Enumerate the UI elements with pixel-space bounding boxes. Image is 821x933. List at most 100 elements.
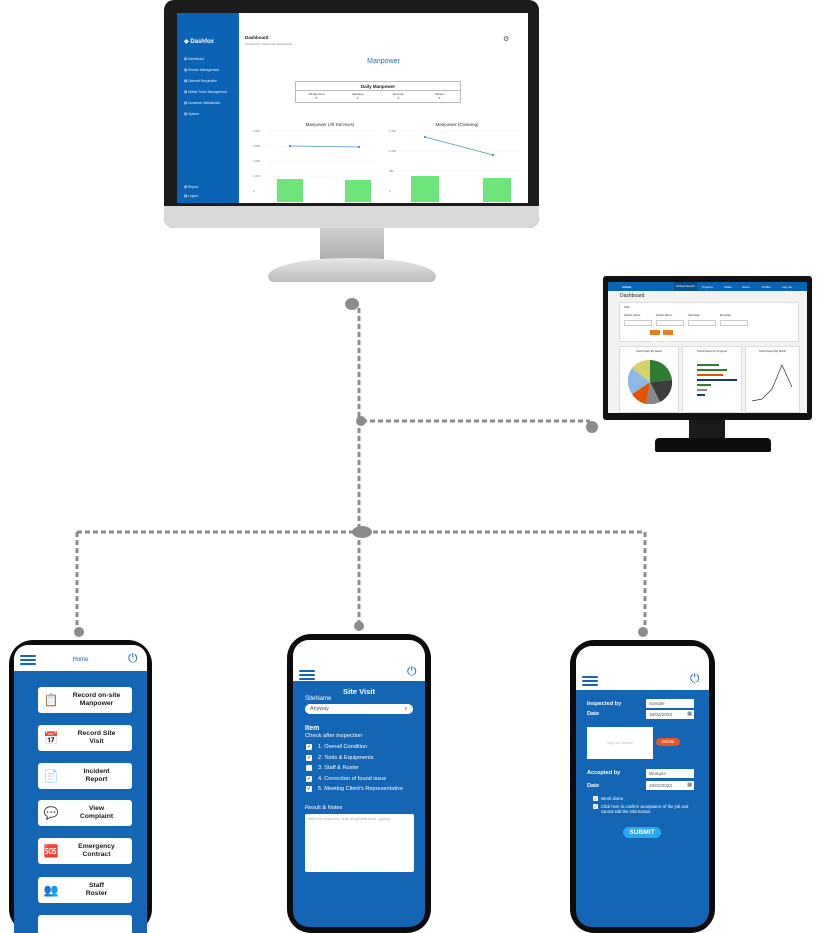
user-avatar-icon[interactable]: ⚙ xyxy=(503,36,510,43)
series-line xyxy=(289,145,360,148)
reset-button[interactable]: Reset xyxy=(663,330,673,344)
checkbox-checked[interactable]: ✓ xyxy=(306,744,312,751)
inspected-by-input[interactable]: Sample xyxy=(646,699,694,708)
menu-icon[interactable] xyxy=(299,670,315,680)
apply-button[interactable]: Apply xyxy=(650,330,660,344)
submit-button[interactable]: SUBMIT xyxy=(623,827,661,838)
acceptance-date-input[interactable]: 18/02/2023▦ xyxy=(646,781,694,790)
panel-title: Total Projects By Month xyxy=(758,350,787,353)
checklist-item[interactable]: ✓ 2. Tools & Equipments xyxy=(306,753,421,764)
pie-slice xyxy=(650,380,672,402)
menu-global-search[interactable]: Global Search xyxy=(674,282,698,291)
sidebar-item-customer-satisfaction[interactable]: ▤ Customer Satisfaction xyxy=(184,101,221,105)
project-name-select[interactable] xyxy=(656,320,684,326)
checkbox-unchecked[interactable] xyxy=(306,765,312,772)
power-icon[interactable]: ⏻ xyxy=(407,664,417,678)
tile-label-line: Record Site xyxy=(77,730,116,737)
date-input[interactable]: 18/02/2023▦ xyxy=(646,710,694,719)
start-date-input[interactable] xyxy=(688,320,716,326)
signature-pad[interactable]: Sign on screen xyxy=(587,727,653,759)
page-header: Dashboard xyxy=(245,35,269,40)
dashfox-logo: ◆ Dashfox xyxy=(184,39,214,45)
y-tick: 4,000 xyxy=(253,129,260,133)
check-label: 1. Overall Condition xyxy=(318,744,368,751)
sidebar-item-mobile-team[interactable]: ▤ Mobile Team Management xyxy=(184,90,227,94)
checklist-item[interactable]: ✓ 1. Overall Condition xyxy=(306,742,421,753)
checkbox-checked[interactable]: ✓ xyxy=(306,786,312,793)
date-label: Date xyxy=(587,711,600,717)
checkbox-checked[interactable]: ✓ xyxy=(593,796,598,801)
bar xyxy=(411,176,439,202)
pie-slice xyxy=(632,360,650,382)
confirm-checkbox[interactable]: ✓ Click here to confirm acceptance of th… xyxy=(593,804,701,815)
acceptance-header: ⏻ xyxy=(576,646,709,690)
y-tick: 3,000 xyxy=(253,144,260,148)
checklist-item[interactable]: ✓5. Meeting Client's Representative xyxy=(306,784,421,795)
pie-slice xyxy=(650,360,672,382)
checkbox-checked[interactable]: ✓ xyxy=(593,804,598,809)
end-date-input[interactable] xyxy=(720,320,748,326)
notes-textarea[interactable]: Write the Inspection, such as general po… xyxy=(305,814,414,872)
work-done-checkbox[interactable]: ✓ Work done xyxy=(593,796,623,801)
checklist-item[interactable]: 3. Staff & Roster xyxy=(306,763,421,774)
y-tick: 500 xyxy=(389,169,394,173)
bar xyxy=(697,379,737,381)
calendar-icon[interactable]: ▦ xyxy=(687,711,692,717)
tile-label-line: Complaint xyxy=(79,813,114,820)
check-label: 2. Tools & Equipments xyxy=(318,754,374,761)
sidebar-item-logout[interactable]: ▤ Logout xyxy=(184,194,199,198)
accepted-by-input[interactable]: Wongon xyxy=(646,769,694,778)
bar xyxy=(697,364,719,366)
chart-all-services xyxy=(267,130,377,202)
table-header-row: All Services Cleaning Security Others xyxy=(296,92,460,96)
menu-logout[interactable]: Log out xyxy=(782,285,793,289)
data-point xyxy=(491,153,495,157)
emergency-icon: 🆘 xyxy=(43,844,59,858)
menu-projects[interactable]: Projects xyxy=(702,285,713,289)
menu-icon[interactable] xyxy=(582,676,598,686)
table-header: Others xyxy=(434,92,444,96)
filter-label: Filter xyxy=(624,306,630,309)
site-name-value: Anyway xyxy=(310,706,329,712)
power-icon[interactable]: ⏻ xyxy=(690,671,700,685)
sidebar-item-dashboard[interactable]: ▤ Dashboard xyxy=(184,57,205,61)
delete-signature-button[interactable]: Delete xyxy=(656,738,680,746)
project-owner-select[interactable] xyxy=(624,320,652,326)
daily-manpower-table: Daily Manpower All Services Cleaning Sec… xyxy=(295,81,461,103)
sidebar-item-system[interactable]: ▤ System xyxy=(184,112,200,116)
power-icon[interactable]: ⏻ xyxy=(128,651,138,665)
chevron-down-icon: v xyxy=(404,706,408,712)
checkbox-checked[interactable]: ✓ xyxy=(306,754,312,761)
calendar-icon[interactable]: ▦ xyxy=(687,782,692,788)
report-icon: 📄 xyxy=(43,769,59,783)
sidebar-item-general-requisition[interactable]: ▤ General Requisition xyxy=(184,79,217,83)
data-point xyxy=(423,135,427,139)
site-name-select[interactable]: Anyway v xyxy=(305,704,413,714)
menu-users[interactable]: Users xyxy=(742,285,750,289)
nav-label: Logout xyxy=(188,194,199,198)
more-tile[interactable] xyxy=(38,915,132,933)
table-cell: 0 xyxy=(315,96,318,100)
sidebar-item-report[interactable]: ▤ Report xyxy=(184,185,198,189)
daily-manpower-title: Daily Manpower xyxy=(296,82,460,91)
sidebar-item-service-management[interactable]: ▤ Service Management xyxy=(184,68,220,72)
checklist-item[interactable]: ✓4. Correction of found issue xyxy=(306,774,421,785)
menu-icon[interactable] xyxy=(20,655,36,665)
tile-label-line: Record on-site xyxy=(72,692,121,699)
checkbox-checked[interactable]: ✓ xyxy=(306,775,312,782)
menu-profile[interactable]: Profile xyxy=(762,285,771,289)
y-tick: 1,500 xyxy=(389,129,396,133)
series-line xyxy=(751,364,793,402)
menu-tasks[interactable]: Tasks xyxy=(724,285,732,289)
